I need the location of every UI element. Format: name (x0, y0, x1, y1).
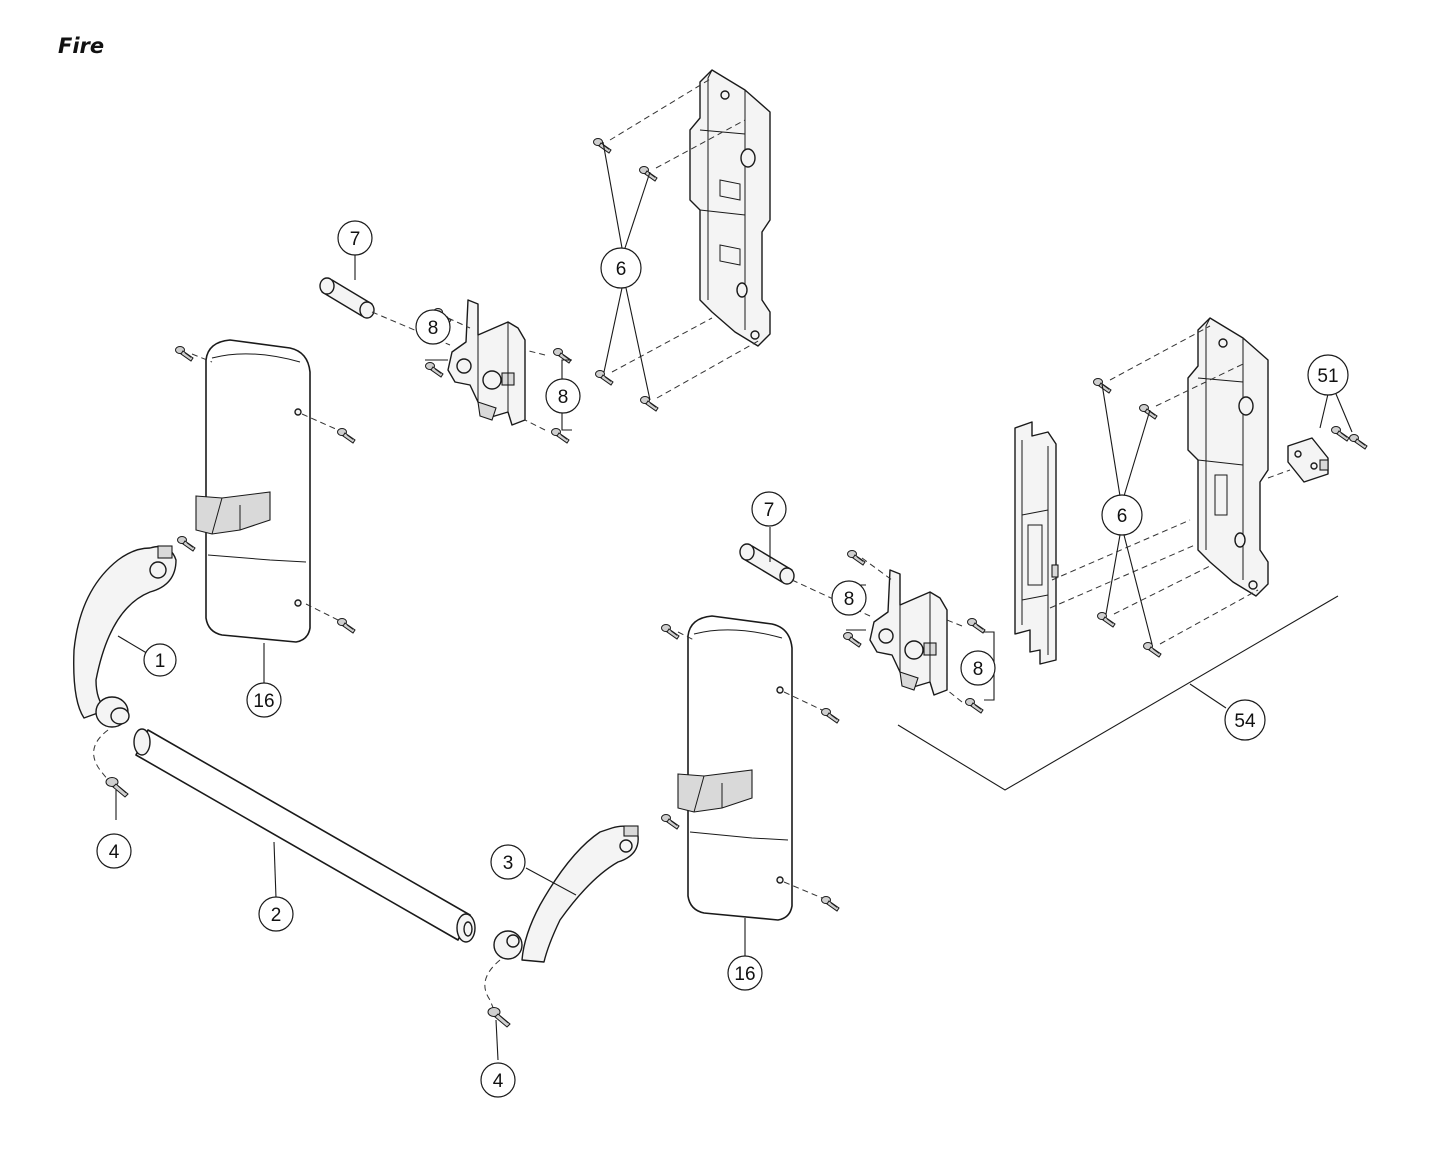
svg-text:2: 2 (271, 905, 282, 926)
callout-4-left: 4 (96, 833, 132, 869)
svg-text:3: 3 (503, 853, 514, 874)
screw-icon (487, 1007, 511, 1028)
screw-icon (1143, 642, 1162, 658)
svg-text:7: 7 (350, 229, 361, 250)
callout-7-top: 7 (337, 220, 373, 256)
screw-icon (967, 618, 986, 634)
pin-right (739, 543, 795, 585)
svg-text:8: 8 (558, 387, 569, 408)
svg-text:8: 8 (428, 318, 439, 339)
svg-text:54: 54 (1234, 711, 1256, 732)
screw-icon (551, 428, 570, 444)
callout-8-top-left: 8 (415, 309, 451, 345)
svg-text:16: 16 (253, 691, 274, 712)
screw-icon (1331, 426, 1350, 442)
svg-text:51: 51 (1317, 366, 1338, 387)
svg-text:1: 1 (155, 651, 166, 672)
callout-3: 3 (490, 844, 526, 880)
screw-icon (1349, 434, 1368, 450)
screw-icon (821, 896, 840, 912)
svg-text:4: 4 (109, 842, 120, 863)
mounting-plate-right (1187, 317, 1269, 597)
callout-51: 51 (1307, 354, 1349, 396)
push-bar (133, 728, 476, 943)
callout-1: 1 (143, 643, 177, 677)
screw-icon (661, 624, 680, 640)
screw-icon (425, 362, 444, 378)
screw-icon (843, 632, 862, 648)
vertical-rail (1014, 421, 1059, 665)
mounting-plate-top (689, 69, 771, 347)
svg-text:4: 4 (493, 1071, 504, 1092)
page-title: Fire (58, 34, 105, 58)
callout-16-left: 16 (246, 682, 282, 718)
callout-7-right: 7 (751, 491, 787, 527)
svg-text:8: 8 (844, 589, 855, 610)
svg-text:6: 6 (616, 259, 627, 280)
latch-assembly-right (869, 569, 948, 696)
screw-icon (105, 777, 129, 798)
callout-8-right-right: 8 (960, 650, 996, 686)
strike-plate (1287, 437, 1329, 483)
screw-icon (595, 370, 614, 386)
screw-icon (175, 346, 194, 362)
screw-icon (965, 698, 984, 714)
svg-text:6: 6 (1117, 506, 1128, 527)
callout-8-top-right: 8 (545, 378, 581, 414)
callout-6-top: 6 (600, 247, 642, 289)
screw-icon (593, 138, 612, 154)
screw-icon (1097, 612, 1116, 628)
crank-right (493, 825, 639, 963)
svg-text:8: 8 (973, 659, 984, 680)
callout-16-right: 16 (727, 955, 763, 991)
screw-icon (337, 428, 356, 444)
end-cap-left (195, 339, 311, 643)
callout-8-right-left: 8 (831, 580, 867, 616)
svg-text:16: 16 (734, 964, 755, 985)
callout-6-right: 6 (1101, 494, 1143, 536)
screw-icon (177, 536, 196, 552)
pin-top (319, 277, 375, 319)
latch-assembly-top (447, 299, 526, 426)
screw-icon (337, 618, 356, 634)
svg-text:7: 7 (764, 500, 775, 521)
callout-2: 2 (258, 896, 294, 932)
callout-54: 54 (1224, 699, 1266, 741)
crank-left (73, 545, 177, 728)
screw-icon (661, 814, 680, 830)
screw-icon (821, 708, 840, 724)
callout-4-right: 4 (480, 1062, 516, 1098)
end-cap-right (677, 615, 793, 921)
